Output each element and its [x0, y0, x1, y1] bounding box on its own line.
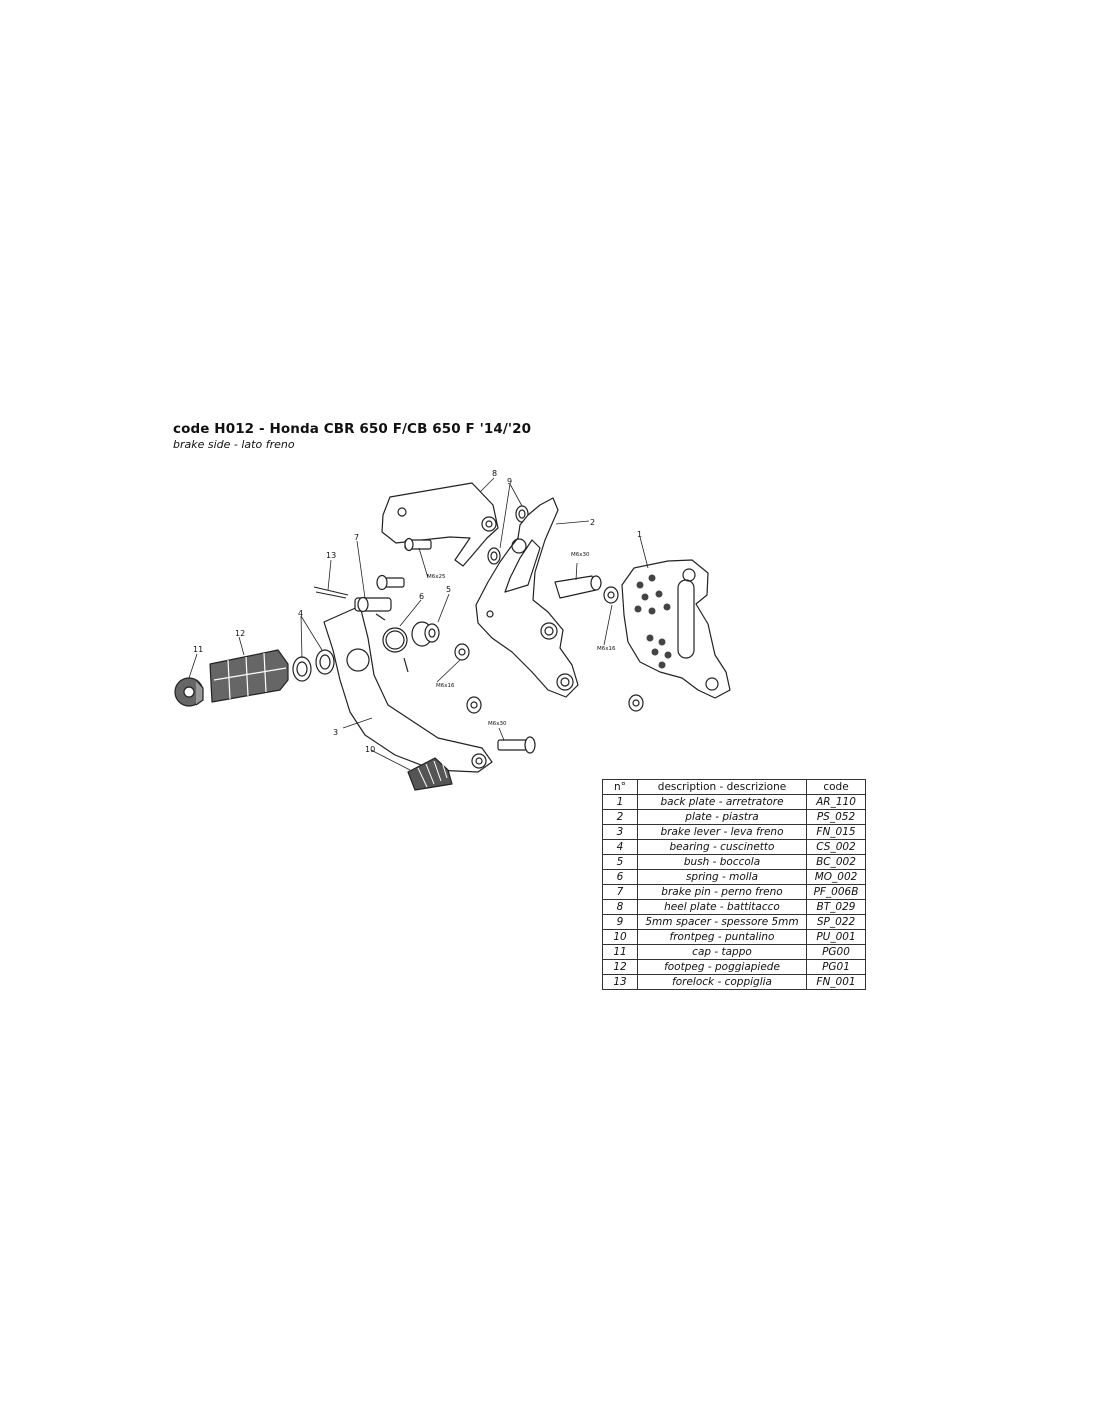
- part-description: bearing - cuscinetto: [637, 839, 807, 855]
- part-description: forelock - coppiglia: [637, 974, 807, 990]
- callout-1: 1: [637, 530, 642, 539]
- part-description: frontpeg - puntalino: [637, 929, 807, 945]
- part-number: 10: [602, 929, 638, 945]
- part-code: FN_015: [806, 824, 866, 840]
- diagram-subtitle: brake side - lato freno: [173, 438, 295, 451]
- part-code: PG00: [806, 944, 866, 960]
- part-description: bush - boccola: [637, 854, 807, 870]
- part-description: back plate - arretratore: [637, 794, 807, 810]
- part-description: brake lever - leva freno: [637, 824, 807, 840]
- callout-9: 9: [507, 477, 512, 486]
- header-code: code: [806, 779, 866, 795]
- part-code: BC_002: [806, 854, 866, 870]
- part-description: brake pin - perno freno: [637, 884, 807, 900]
- part-number: 8: [602, 899, 638, 915]
- header-description: description - descrizione: [637, 779, 807, 795]
- bearing-parts: [292, 649, 335, 682]
- part-code: PS_052: [806, 809, 866, 825]
- part-code: SP_022: [806, 914, 866, 930]
- spacer-parts: [487, 505, 529, 565]
- fastener-label: M6x25: [427, 574, 446, 580]
- footpeg-part: [209, 649, 289, 703]
- part-number: 1: [602, 794, 638, 810]
- part-code: AR_110: [806, 794, 866, 810]
- callout-11: 11: [193, 645, 203, 654]
- frontpeg-part: [407, 757, 453, 791]
- part-number: 5: [602, 854, 638, 870]
- parts-table-header: n° description - descrizione code: [602, 779, 866, 795]
- diagram-header: code H012 - Honda CBR 650 F/CB 650 F '14…: [173, 421, 531, 451]
- part-number: 12: [602, 959, 638, 975]
- fastener-label: M6x30: [488, 721, 507, 727]
- spring-part: [375, 613, 409, 673]
- fastener-labels: M6x30 M6x25 M6x16 M6x16 M6x30: [427, 552, 616, 727]
- callout-3: 3: [333, 728, 338, 737]
- fastener-label: M6x30: [571, 552, 590, 558]
- part-description: 5mm spacer - spessore 5mm: [637, 914, 807, 930]
- heel-plate-part: [381, 482, 499, 567]
- callout-leaders: [188, 477, 649, 771]
- callout-10: 10: [365, 745, 375, 754]
- fastener-label: M6x16: [597, 646, 616, 652]
- part-number: 4: [602, 839, 638, 855]
- brake-pin-part: [354, 596, 392, 613]
- part-number: 3: [602, 824, 638, 840]
- fastener-label: M6x16: [436, 683, 455, 689]
- callout-7: 7: [354, 533, 359, 542]
- back-plate-part: [621, 559, 731, 699]
- diagram-title: code H012 - Honda CBR 650 F/CB 650 F '14…: [173, 421, 532, 437]
- callout-12: 12: [235, 629, 245, 638]
- part-code: CS_002: [806, 839, 866, 855]
- part-description: heel plate - battitacco: [637, 899, 807, 915]
- part-number: 6: [602, 869, 638, 885]
- part-code: PF_006B: [806, 884, 866, 900]
- callout-8: 8: [492, 469, 497, 478]
- part-code: BT_029: [806, 899, 866, 915]
- part-code: PU_001: [806, 929, 866, 945]
- bush-part: [411, 621, 440, 647]
- forelock-part: [313, 586, 349, 599]
- callout-labels: 1 2 3 4 5 6 7 8 9 10 11 12 13: [193, 469, 642, 754]
- part-number: 2: [602, 809, 638, 825]
- part-description: footpeg - poggiapiede: [637, 959, 807, 975]
- part-description: spring - molla: [637, 869, 807, 885]
- part-description: plate - piastra: [637, 809, 807, 825]
- plate-part: [475, 497, 579, 698]
- cap-part: [174, 677, 204, 707]
- callout-13: 13: [326, 551, 336, 560]
- back-plate-holes: [634, 574, 672, 669]
- part-number: 9: [602, 914, 638, 930]
- callout-5: 5: [446, 585, 451, 594]
- part-number: 7: [602, 884, 638, 900]
- header-number: n°: [602, 779, 638, 795]
- part-code: FN_001: [806, 974, 866, 990]
- brake-lever-part: [323, 605, 493, 773]
- part-code: MO_002: [806, 869, 866, 885]
- callout-6: 6: [419, 592, 424, 601]
- part-number: 11: [602, 944, 638, 960]
- part-description: cap - tappo: [637, 944, 807, 960]
- part-code: PG01: [806, 959, 866, 975]
- part-number: 13: [602, 974, 638, 990]
- bolt-parts: [376, 537, 644, 754]
- callout-2: 2: [590, 518, 595, 527]
- callout-4: 4: [298, 609, 303, 618]
